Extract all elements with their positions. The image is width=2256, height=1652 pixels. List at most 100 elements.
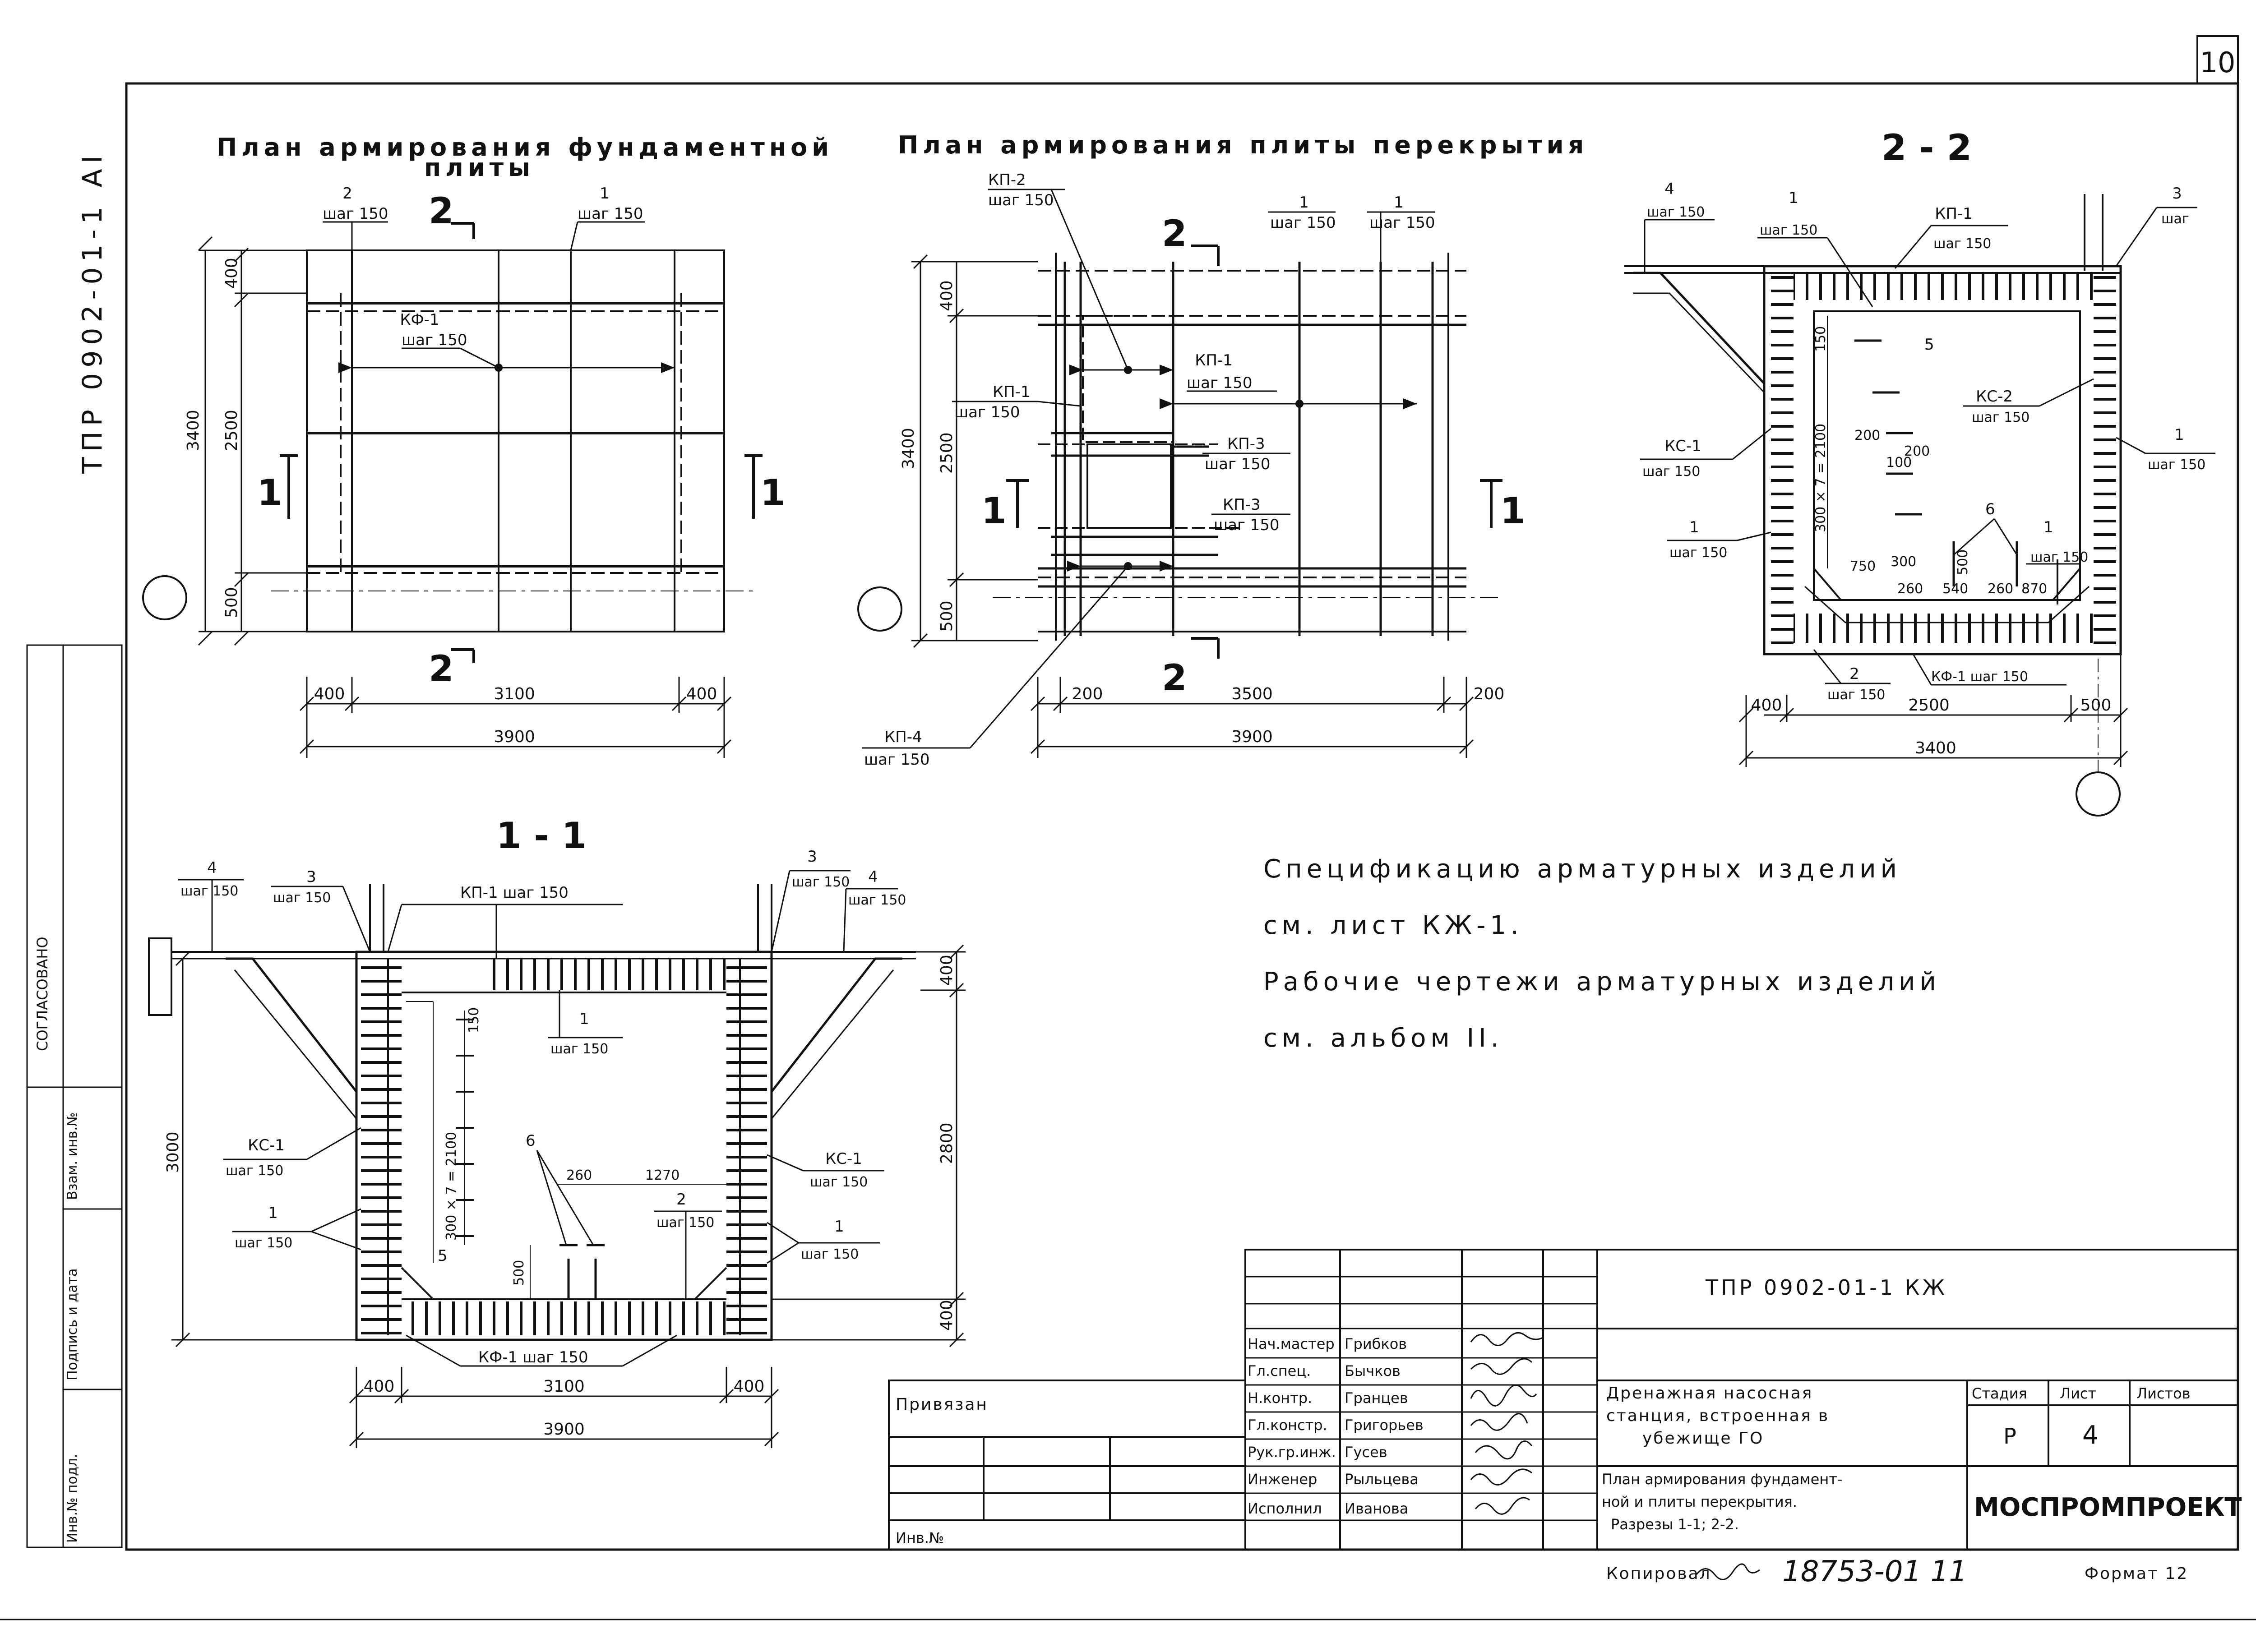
s22-b1d-num: 1	[2043, 518, 2053, 536]
sp-bar1a-num: 1	[1299, 194, 1309, 212]
fp-kf1-step: шаг 150	[402, 331, 467, 349]
s11-b4l-step: шаг 150	[180, 883, 238, 899]
s11-b3l-num: 3	[306, 868, 316, 886]
s11-b4l-num: 4	[207, 859, 217, 877]
s11-b1l-step: шаг 150	[235, 1235, 292, 1251]
s22-dim-w-mid: 2500	[1908, 696, 1950, 715]
s11-b3l-step: шаг 150	[273, 890, 331, 906]
sp-dim-h-bot: 500	[938, 600, 956, 632]
foundation-plan-title: План армирования фундаментной	[217, 133, 833, 162]
tb-role-4: Гл.констр.	[1248, 1417, 1327, 1434]
s11-dim-h-left: 3000	[164, 1131, 182, 1173]
fp-bar2-num: 2	[342, 185, 352, 203]
fp-bar1-num: 1	[600, 185, 610, 203]
s11-kf1: КФ-1 шаг 150	[478, 1348, 588, 1366]
tb-sheets-hdr: Листов	[2136, 1385, 2191, 1402]
sheet-number: 10	[2200, 46, 2236, 79]
sp-bar1b-num: 1	[1394, 194, 1404, 212]
sp-cut1-left: 1	[981, 490, 1007, 532]
s22-dim-w-total: 3400	[1915, 739, 1956, 757]
tb-stage: Р	[2003, 1424, 2016, 1449]
s22-d150: 150	[1813, 326, 1829, 352]
s22-b4-step: шаг 150	[1647, 204, 1705, 220]
s22-kp1-name: КП-1	[1935, 205, 1973, 223]
s11-b3r-step: шаг 150	[792, 874, 850, 890]
s22-d750: 750	[1850, 558, 1876, 574]
sp-dim-w-left: 200	[1072, 685, 1103, 703]
side-stamp	[26, 644, 123, 1548]
tb-sheet-title-2: ной и плиты перекрытия.	[1602, 1493, 1797, 1510]
sp-kp2-step: шаг 150	[988, 191, 1054, 209]
sp-kp3b-step: шаг 150	[1214, 516, 1280, 534]
s22-d300: 300	[1891, 554, 1916, 570]
signatures	[1470, 1332, 1544, 1515]
s11-kc1l-name: КС-1	[248, 1136, 285, 1154]
section-2-2: 2 - 2 4 шаг 150	[1624, 127, 2215, 817]
s11-b3r-num: 3	[807, 848, 817, 866]
fp-cut2-top: 2	[429, 190, 454, 232]
sp-cut1-right: 1	[1500, 490, 1526, 532]
sp-bar1a-step: шаг 150	[1270, 214, 1336, 232]
s22-b3-num: 3	[2172, 185, 2182, 203]
s22-kc1-name: КС-1	[1664, 437, 1701, 455]
s11-b2-num: 2	[676, 1191, 686, 1209]
tb-name-4: Григорьев	[1345, 1417, 1424, 1434]
sp-kp1b-name: КП-1	[993, 383, 1031, 401]
fp-cut2-bot: 2	[429, 648, 454, 690]
side-stamp-col1: Инв.№ подл.	[65, 1454, 80, 1543]
slab-plan: План армирования плиты перекрытия	[857, 131, 1588, 769]
s22-d500: 500	[1955, 549, 1971, 575]
s11-b1r-num: 1	[834, 1218, 844, 1236]
s11-kp1: КП-1 шаг 150	[460, 884, 569, 902]
sp-kp2-name: КП-2	[988, 171, 1026, 189]
tb-name-6: Рыльцева	[1345, 1471, 1419, 1488]
s22-d260b: 260	[1988, 581, 2013, 597]
sp-bar1b-step: шаг 150	[1369, 214, 1435, 232]
tb-privyazan: Привязан	[896, 1395, 988, 1414]
sp-kp3a-name: КП-3	[1227, 435, 1265, 453]
sp-dim-w-total: 3900	[1231, 728, 1273, 746]
copier-signature	[1696, 1563, 1760, 1580]
s22-kc1-step: шаг 150	[1642, 464, 1700, 480]
tb-role-7: Исполнил	[1248, 1500, 1322, 1517]
s11-kc1l-step: шаг 150	[226, 1163, 283, 1179]
s22-b1d-step: шаг 150	[2030, 549, 2088, 565]
s11-dim-w-total: 3900	[543, 1420, 585, 1439]
s11-b5: 5	[438, 1247, 448, 1265]
tb-name-1: Грибков	[1345, 1335, 1407, 1352]
s22-b2-step: шаг 150	[1827, 687, 1885, 703]
tb-inv: Инв.№	[896, 1529, 944, 1546]
s22-dim-w-left: 400	[1751, 696, 1782, 715]
notes: Спецификацию арматурных изделий см. лист…	[1263, 854, 1936, 1053]
tb-name-7: Иванова	[1345, 1500, 1408, 1517]
fp-cut1-right: 1	[760, 472, 786, 514]
tb-org: МОСПРОМПРОЕКТ	[1974, 1493, 2242, 1522]
fp-kf1-name: КФ-1	[400, 311, 439, 329]
s22-d200a: 200	[1854, 428, 1880, 443]
tb-sheet: 4	[2082, 1421, 2099, 1450]
sp-dim-h-mid: 2500	[938, 432, 956, 474]
tb-role-1: Нач.мастер	[1248, 1335, 1335, 1352]
sp-kp1a-name: КП-1	[1195, 351, 1233, 369]
s22-b3-step: шаг	[2161, 211, 2189, 227]
s22-d260a: 260	[1897, 581, 1923, 597]
s11-b1l-num: 1	[268, 1204, 278, 1222]
s22-b1a-step: шаг 150	[1760, 222, 1817, 238]
s11-dim-h-r-top: 400	[938, 955, 956, 986]
sp-kp3b-name: КП-3	[1223, 496, 1261, 514]
tb-name-5: Гусев	[1345, 1444, 1387, 1461]
footer-number: 18753-01 11	[1782, 1555, 1967, 1588]
s11-dim-h-r-bot: 400	[938, 1300, 956, 1331]
sp-cut2-top: 2	[1162, 212, 1187, 254]
s22-b2-num: 2	[1849, 665, 1859, 683]
s22-b1a-num: 1	[1789, 189, 1798, 207]
s22-b1b-num: 1	[2174, 426, 2184, 444]
s22-b4-num: 4	[1664, 180, 1674, 198]
fp-dim-w-mid: 3100	[494, 685, 535, 703]
tb-role-5: Рук.гр.инж.	[1248, 1444, 1336, 1461]
s22-b6: 6	[1985, 500, 1995, 518]
sp-dim-w-mid: 3500	[1231, 685, 1273, 703]
note-line-1: Спецификацию арматурных изделий	[1263, 854, 1901, 884]
slab-plan-title: План армирования плиты перекрытия	[898, 131, 1588, 159]
